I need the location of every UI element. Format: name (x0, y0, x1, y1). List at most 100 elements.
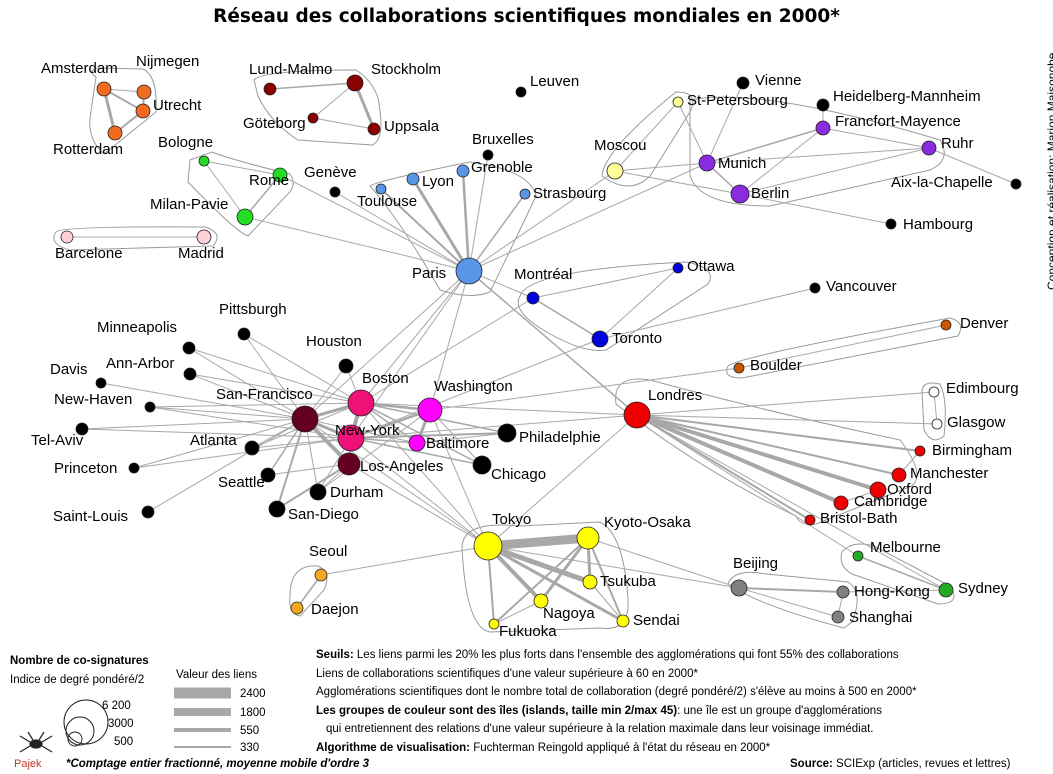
link-sanfrancisco-telaviv (81, 418, 306, 430)
link-boston-chicago (360, 402, 483, 466)
link-sanfrancisco-princeton (133, 418, 306, 469)
link-bologne-milan (203, 160, 246, 218)
label-birmingham: Birmingham (932, 442, 1012, 459)
node-chicago (472, 455, 492, 475)
label-seoul: Seoul (309, 543, 347, 560)
link-baltimore-philadelphia (416, 432, 508, 444)
label-chicago: Chicago (491, 466, 546, 483)
label-grenoble: Grenoble (471, 159, 533, 176)
link-kyoto-fukuoka (493, 537, 589, 625)
link-tokyo-washington (429, 409, 489, 547)
legend-node-value-1: 6 200 (102, 700, 131, 712)
notes-line-3: Agglomérations scientifiques dont le nom… (316, 686, 917, 698)
node-fukuoka (488, 618, 500, 630)
pajek-label: Pajek (14, 758, 42, 770)
label-hongkong: Hong-Kong (854, 583, 930, 600)
node-seoul (314, 568, 328, 582)
label-shanghai: Shanghai (849, 609, 912, 626)
node-lyon (406, 172, 420, 186)
node-durham (309, 483, 327, 501)
label-sydney: Sydney (958, 580, 1009, 597)
label-kyoto: Kyoto-Osaka (604, 514, 691, 531)
node-princeton (128, 462, 140, 474)
node-londres (623, 401, 651, 429)
node-stpetersbourg (672, 96, 684, 108)
link-montreal-boston (360, 297, 534, 404)
chart-title: Réseau des collaborations scientifiques … (213, 6, 840, 27)
link-tokyo-seoul (320, 545, 489, 576)
label-seattle: Seattle (218, 474, 265, 491)
link-munich-vienne (706, 82, 744, 164)
label-losangeles: Los-Angeles (360, 458, 443, 475)
node-vienne (736, 76, 750, 90)
node-sandiego (268, 500, 286, 518)
node-bruxelles (482, 149, 494, 161)
link-londres-glasgow (636, 414, 938, 425)
source: Source: SCIExp (articles, revues et lett… (790, 758, 1011, 770)
label-newhaven: New-Haven (54, 391, 132, 408)
label-durham: Durham (330, 484, 383, 501)
link-kyoto-nagoya (539, 537, 590, 602)
hull-netherlands (89, 67, 157, 155)
link-stockholm-goteborg (312, 82, 356, 119)
label-lund: Lund-Malmo (249, 61, 332, 78)
node-geneve (329, 186, 341, 198)
link-tokyo-sendai (487, 544, 624, 623)
label-princeton: Princeton (54, 460, 117, 477)
label-sendai: Sendai (633, 612, 680, 629)
hull-scotland (921, 382, 946, 441)
label-uppsala: Uppsala (384, 118, 440, 135)
link-paris-rome (279, 174, 470, 272)
link-tsukuba-sendai (589, 581, 624, 622)
node-bologne (198, 155, 210, 167)
label-newyork: New-York (335, 422, 400, 439)
node-pittsburgh (237, 327, 251, 341)
link-boston-pittsburgh (243, 333, 362, 404)
link-paris-lyon (411, 178, 471, 272)
hull-colorado (726, 317, 962, 379)
node-melbourne (852, 550, 864, 562)
node-saintlouis (141, 505, 155, 519)
label-londres: Londres (648, 387, 702, 404)
label-davis: Davis (50, 361, 88, 378)
label-bruxelles: Bruxelles (472, 131, 534, 148)
label-hambourg: Hambourg (903, 216, 973, 233)
node-washington (417, 397, 443, 423)
label-paris: Paris (412, 265, 446, 282)
nodes (60, 74, 1022, 630)
label-leuven: Leuven (530, 73, 579, 90)
link-paris-boston (360, 270, 470, 404)
link-montreal-ottawa (532, 267, 679, 299)
node-uppsala (367, 122, 381, 136)
node-baltimore (408, 434, 426, 452)
link-tokyo-sanfrancisco (304, 418, 489, 547)
legend-circle-500 (67, 731, 83, 747)
node-aix (1010, 178, 1022, 190)
link-losangeles-seattle (267, 463, 350, 476)
node-lund (263, 82, 277, 96)
label-houston: Houston (306, 333, 362, 350)
link-newyork-telaviv (81, 428, 352, 439)
link-toronto-vancouver (599, 287, 816, 340)
link-beijing-hongkong (738, 587, 844, 593)
label-melbourne: Melbourne (870, 539, 941, 556)
hull-russia (601, 91, 694, 187)
legend-nodes-subtitle: Indice de degré pondéré/2 (10, 674, 144, 686)
hull-uk (615, 378, 918, 525)
link-bologne-rome (203, 160, 281, 176)
legend-links-title: Valeur des liens (176, 669, 257, 681)
notes-line-5: qui entretiennent des relations d'une va… (326, 723, 874, 735)
label-glasgow: Glasgow (947, 414, 1006, 431)
node-denver (940, 319, 952, 331)
hull-china (727, 571, 858, 629)
notes-algo-label: Algorithme de visualisation: (316, 741, 470, 754)
link-londres-oxford (636, 413, 879, 492)
label-manchester: Manchester (910, 465, 988, 482)
link-washington-chicago (429, 409, 483, 466)
node-philadelphia (497, 423, 517, 443)
node-goteborg (307, 112, 319, 124)
link-londres-bristol (636, 414, 811, 521)
node-tsukuba (582, 574, 598, 590)
